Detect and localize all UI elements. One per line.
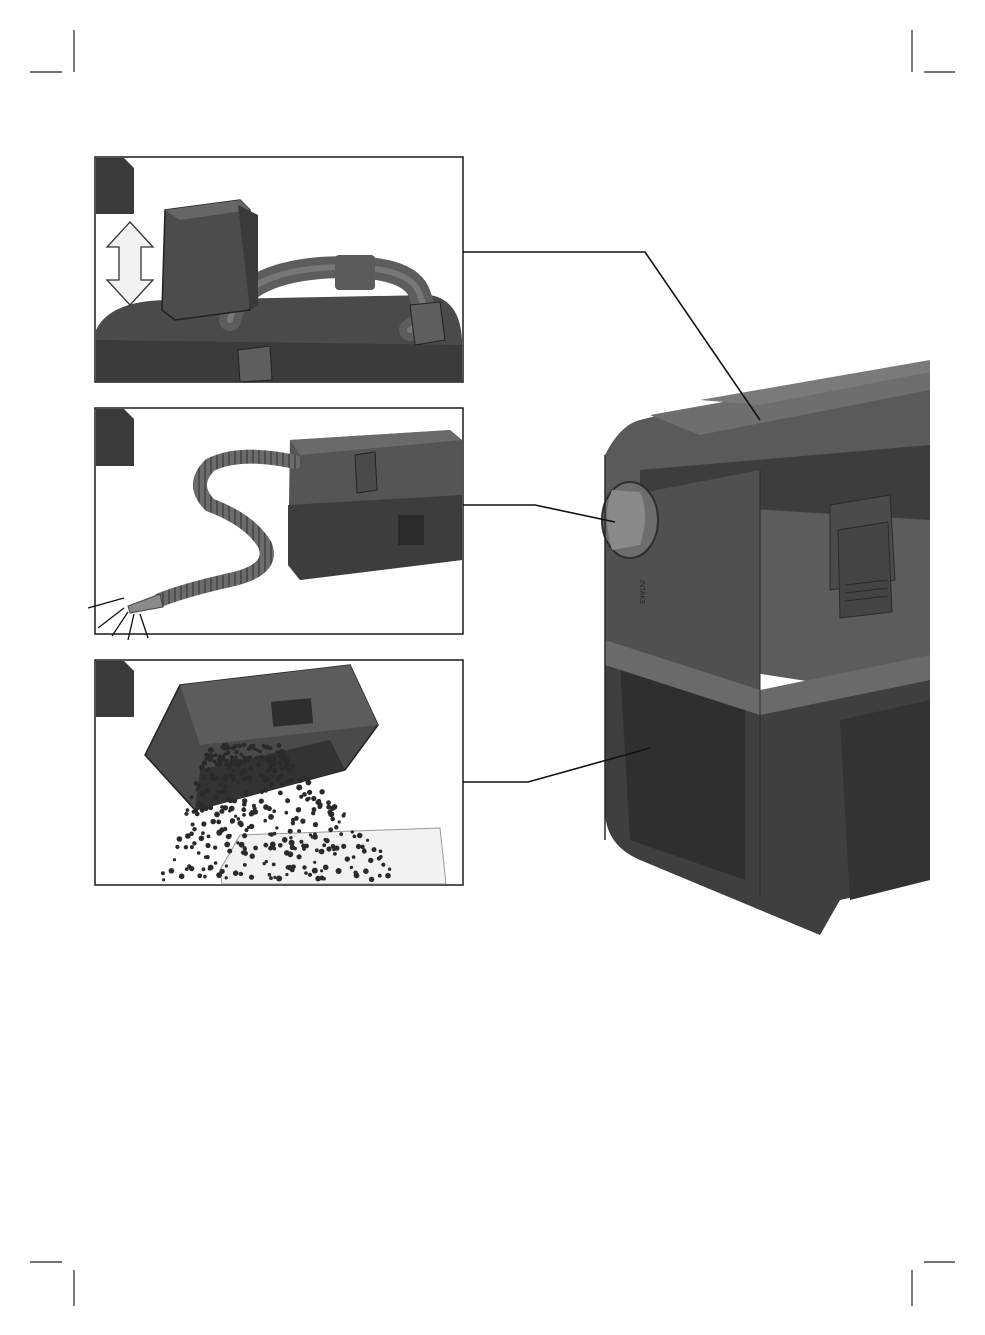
- panel-tab: [96, 409, 134, 466]
- panel-battery-insert: [95, 157, 463, 382]
- panel-tab: [96, 158, 134, 214]
- panel-empty-container: [95, 660, 463, 885]
- vacuum-unit-closeup: INTAKE: [602, 360, 930, 935]
- panel-hose-suction: [88, 408, 463, 640]
- panel-tab: [96, 661, 134, 717]
- port-label: INTAKE: [638, 580, 645, 605]
